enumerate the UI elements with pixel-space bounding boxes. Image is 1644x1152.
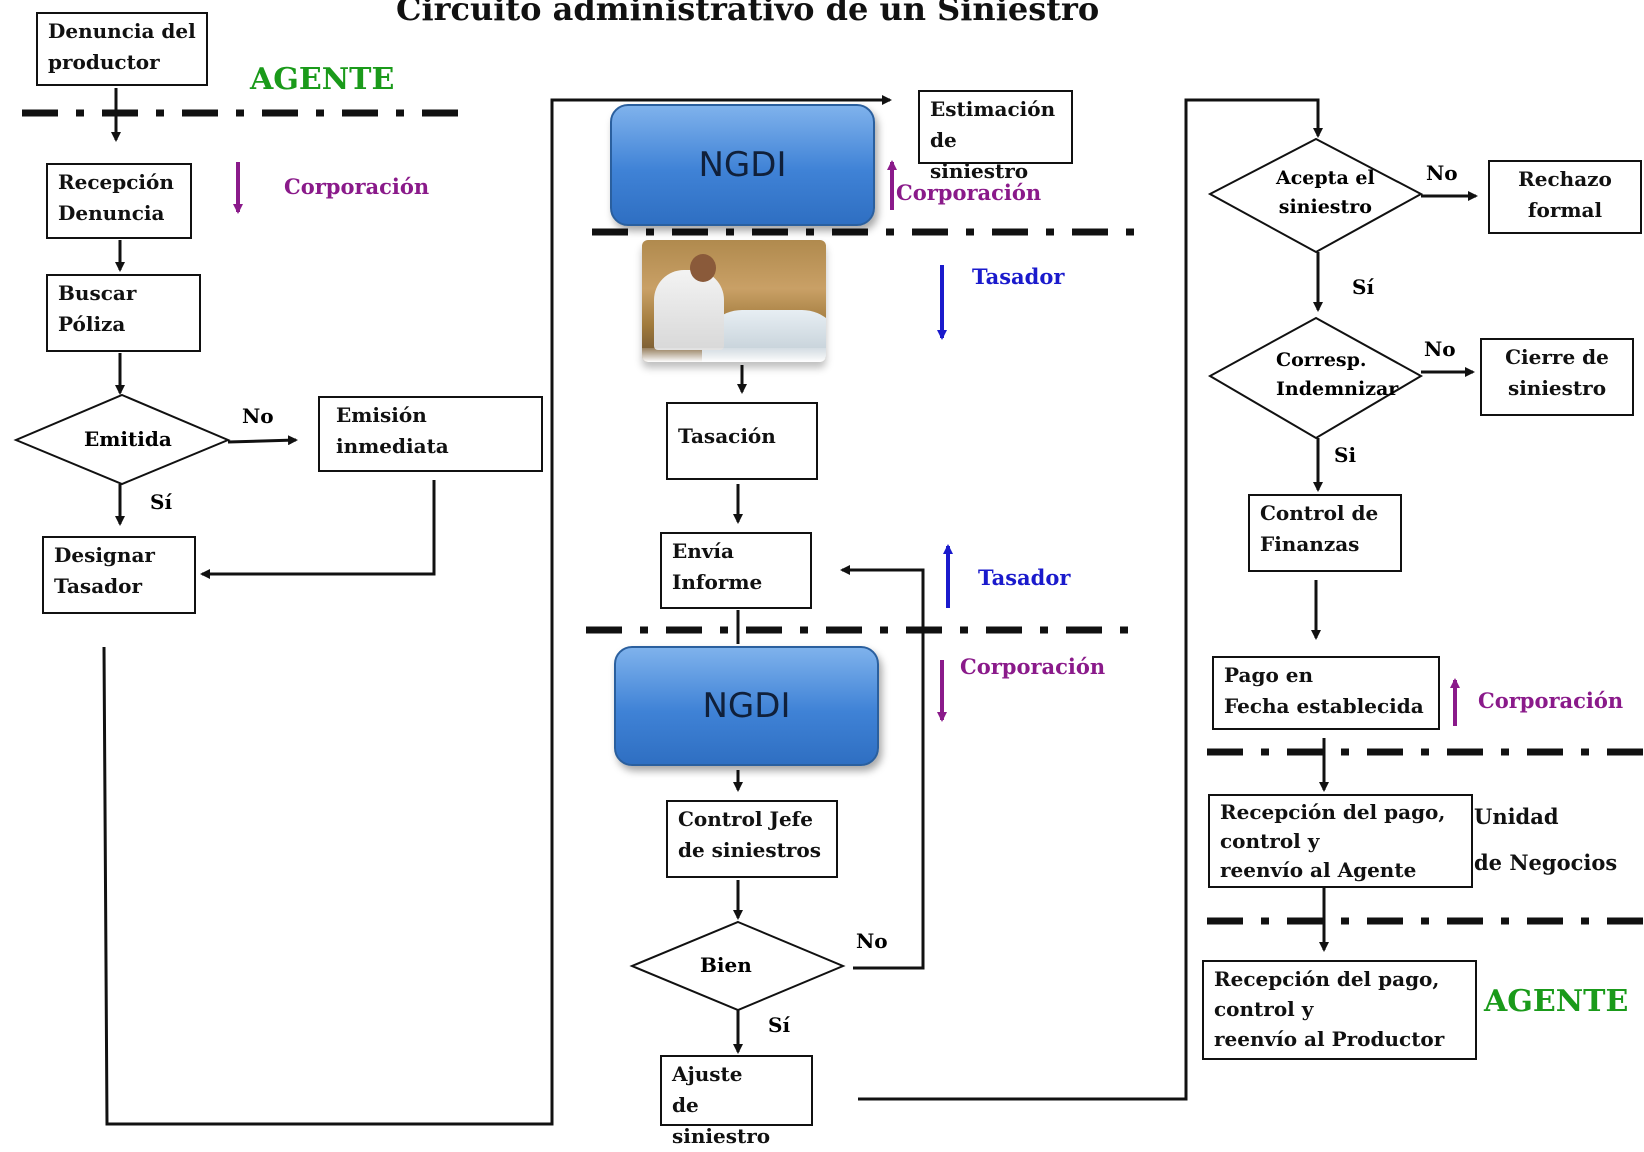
diagram-title: Circuito administrativo de un Siniestro [396,0,1100,28]
arrow-emision-designar [200,480,436,579]
zone-agente-bottom: AGENTE [1484,984,1629,1019]
node-pago-fecha: Pago en Fecha establecida [1212,656,1440,730]
label-corresp-indemnizar: Corresp. Indemnizar [1276,349,1399,400]
node-cierre-siniestro: Cierre de siniestro [1480,338,1634,416]
edge-emitida-si: Sí [150,490,173,514]
edge-bien-si: Sí [768,1013,791,1037]
edge-corresp-si: Si [1334,443,1357,467]
edge-emitida-no: No [242,404,274,428]
edge-acepta-si: Sí [1352,275,1375,299]
appraiser-photo [642,240,826,362]
node-tasacion: Tasación [666,402,818,480]
label-emitida: Emitida [84,427,172,451]
node-recepcion-denuncia: Recepción Denuncia [46,163,192,239]
node-recepcion-agente: Recepción del pago, control y reenvío al… [1208,794,1473,888]
zone-agente-top: AGENTE [250,62,395,97]
node-envia-informe: Envía Informe [660,532,812,609]
node-recepcion-productor: Recepción del pago, control y reenvío al… [1202,960,1477,1060]
arrow-designar-ngdi [102,95,892,1126]
label-acepta-siniestro: Acepta el siniestro [1276,167,1375,218]
decision-acepta-siniestro [1207,137,1424,254]
label-bien: Bien [700,953,752,977]
edge-corresp-no: No [1424,337,1456,361]
node-rechazo-formal: Rechazo formal [1488,160,1642,234]
zone-unidad-negocios-1: Unidad [1474,804,1559,829]
node-designar-tasador: Designar Tasador [42,536,196,614]
flowchart-canvas [13,88,1644,1126]
arrow-bien-no [840,565,925,970]
decision-emitida [13,393,231,486]
node-control-jefe: Control Jefe de siniestros [666,800,838,878]
edge-acepta-no: No [1426,161,1458,185]
zone-corporacion-3: Corporación [960,654,1106,679]
decision-corresp-indemnizar [1207,316,1424,440]
edge-bien-no: No [856,929,888,953]
zone-tasador-2: Tasador [978,565,1071,590]
node-denuncia-productor: Denuncia del productor [36,12,208,86]
node-estimacion-siniestro: Estimación de siniestro [918,90,1073,183]
node-ajuste-siniestro: Ajuste de siniestro [660,1055,813,1148]
node-control-finanzas: Control de Finanzas [1248,494,1402,572]
ngdi-block-bottom: NGDI [614,646,879,766]
zone-corporacion-4: Corporación [1478,688,1624,713]
arrow-emitida-no [227,435,298,446]
arrow-ajuste-acepta [858,98,1323,1101]
zone-corporacion-2: Corporación [896,180,1042,205]
node-emision-inmediata: Emisión inmediata [318,396,543,472]
node-buscar-poliza: Buscar Póliza [46,274,201,352]
zone-unidad-negocios-2: de Negocios [1474,850,1618,875]
zone-corporacion-1: Corporación [284,174,430,199]
ngdi-block-top: NGDI [610,104,875,226]
zone-tasador-1: Tasador [972,264,1065,289]
